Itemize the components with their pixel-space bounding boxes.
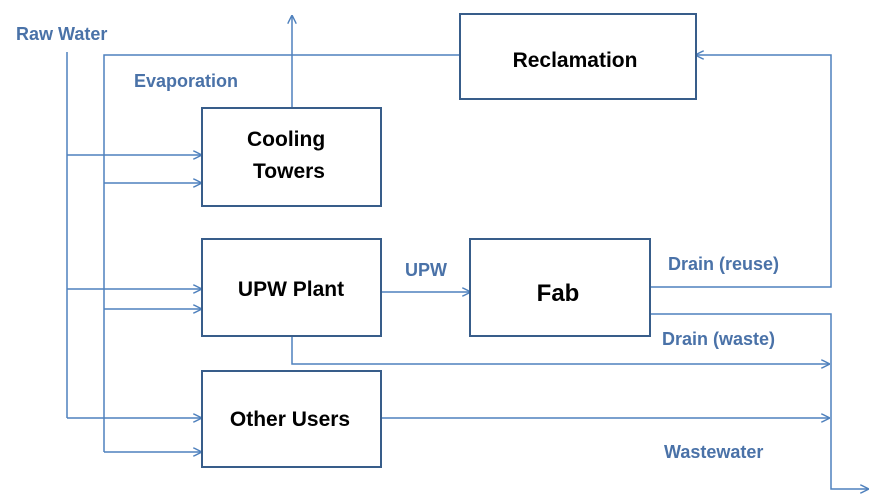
cooling-towers-label-line1: Cooling xyxy=(247,128,325,151)
drain-waste-line xyxy=(650,313,868,489)
reclamation-return-line xyxy=(103,54,460,452)
drain-reuse-label: Drain (reuse) xyxy=(668,254,779,274)
svg-text:Cooling Towers: Cooling Towers xyxy=(247,128,331,183)
upw-plant-box: UPW Plant xyxy=(201,238,382,337)
evaporation-label: Evaporation xyxy=(134,71,238,91)
other-users-label: Other Users xyxy=(230,408,350,431)
upw-plant-reject-line xyxy=(291,336,829,364)
drain-waste-label: Drain (waste) xyxy=(662,329,775,349)
cooling-towers-box: Cooling Towers xyxy=(201,107,382,207)
cooling-towers-label-line2: Towers xyxy=(253,160,325,183)
reclamation-label: Reclamation xyxy=(513,49,638,72)
raw-water-label: Raw Water xyxy=(16,24,107,44)
fab-box: Fab xyxy=(469,238,651,337)
wastewater-label: Wastewater xyxy=(664,442,763,462)
reclamation-box: Reclamation xyxy=(459,13,697,100)
other-users-box: Other Users xyxy=(201,370,382,468)
upw-label: UPW xyxy=(405,260,447,280)
upw-plant-label: UPW Plant xyxy=(238,278,344,301)
fab-label: Fab xyxy=(537,280,580,307)
drain-reuse-line xyxy=(650,55,832,288)
